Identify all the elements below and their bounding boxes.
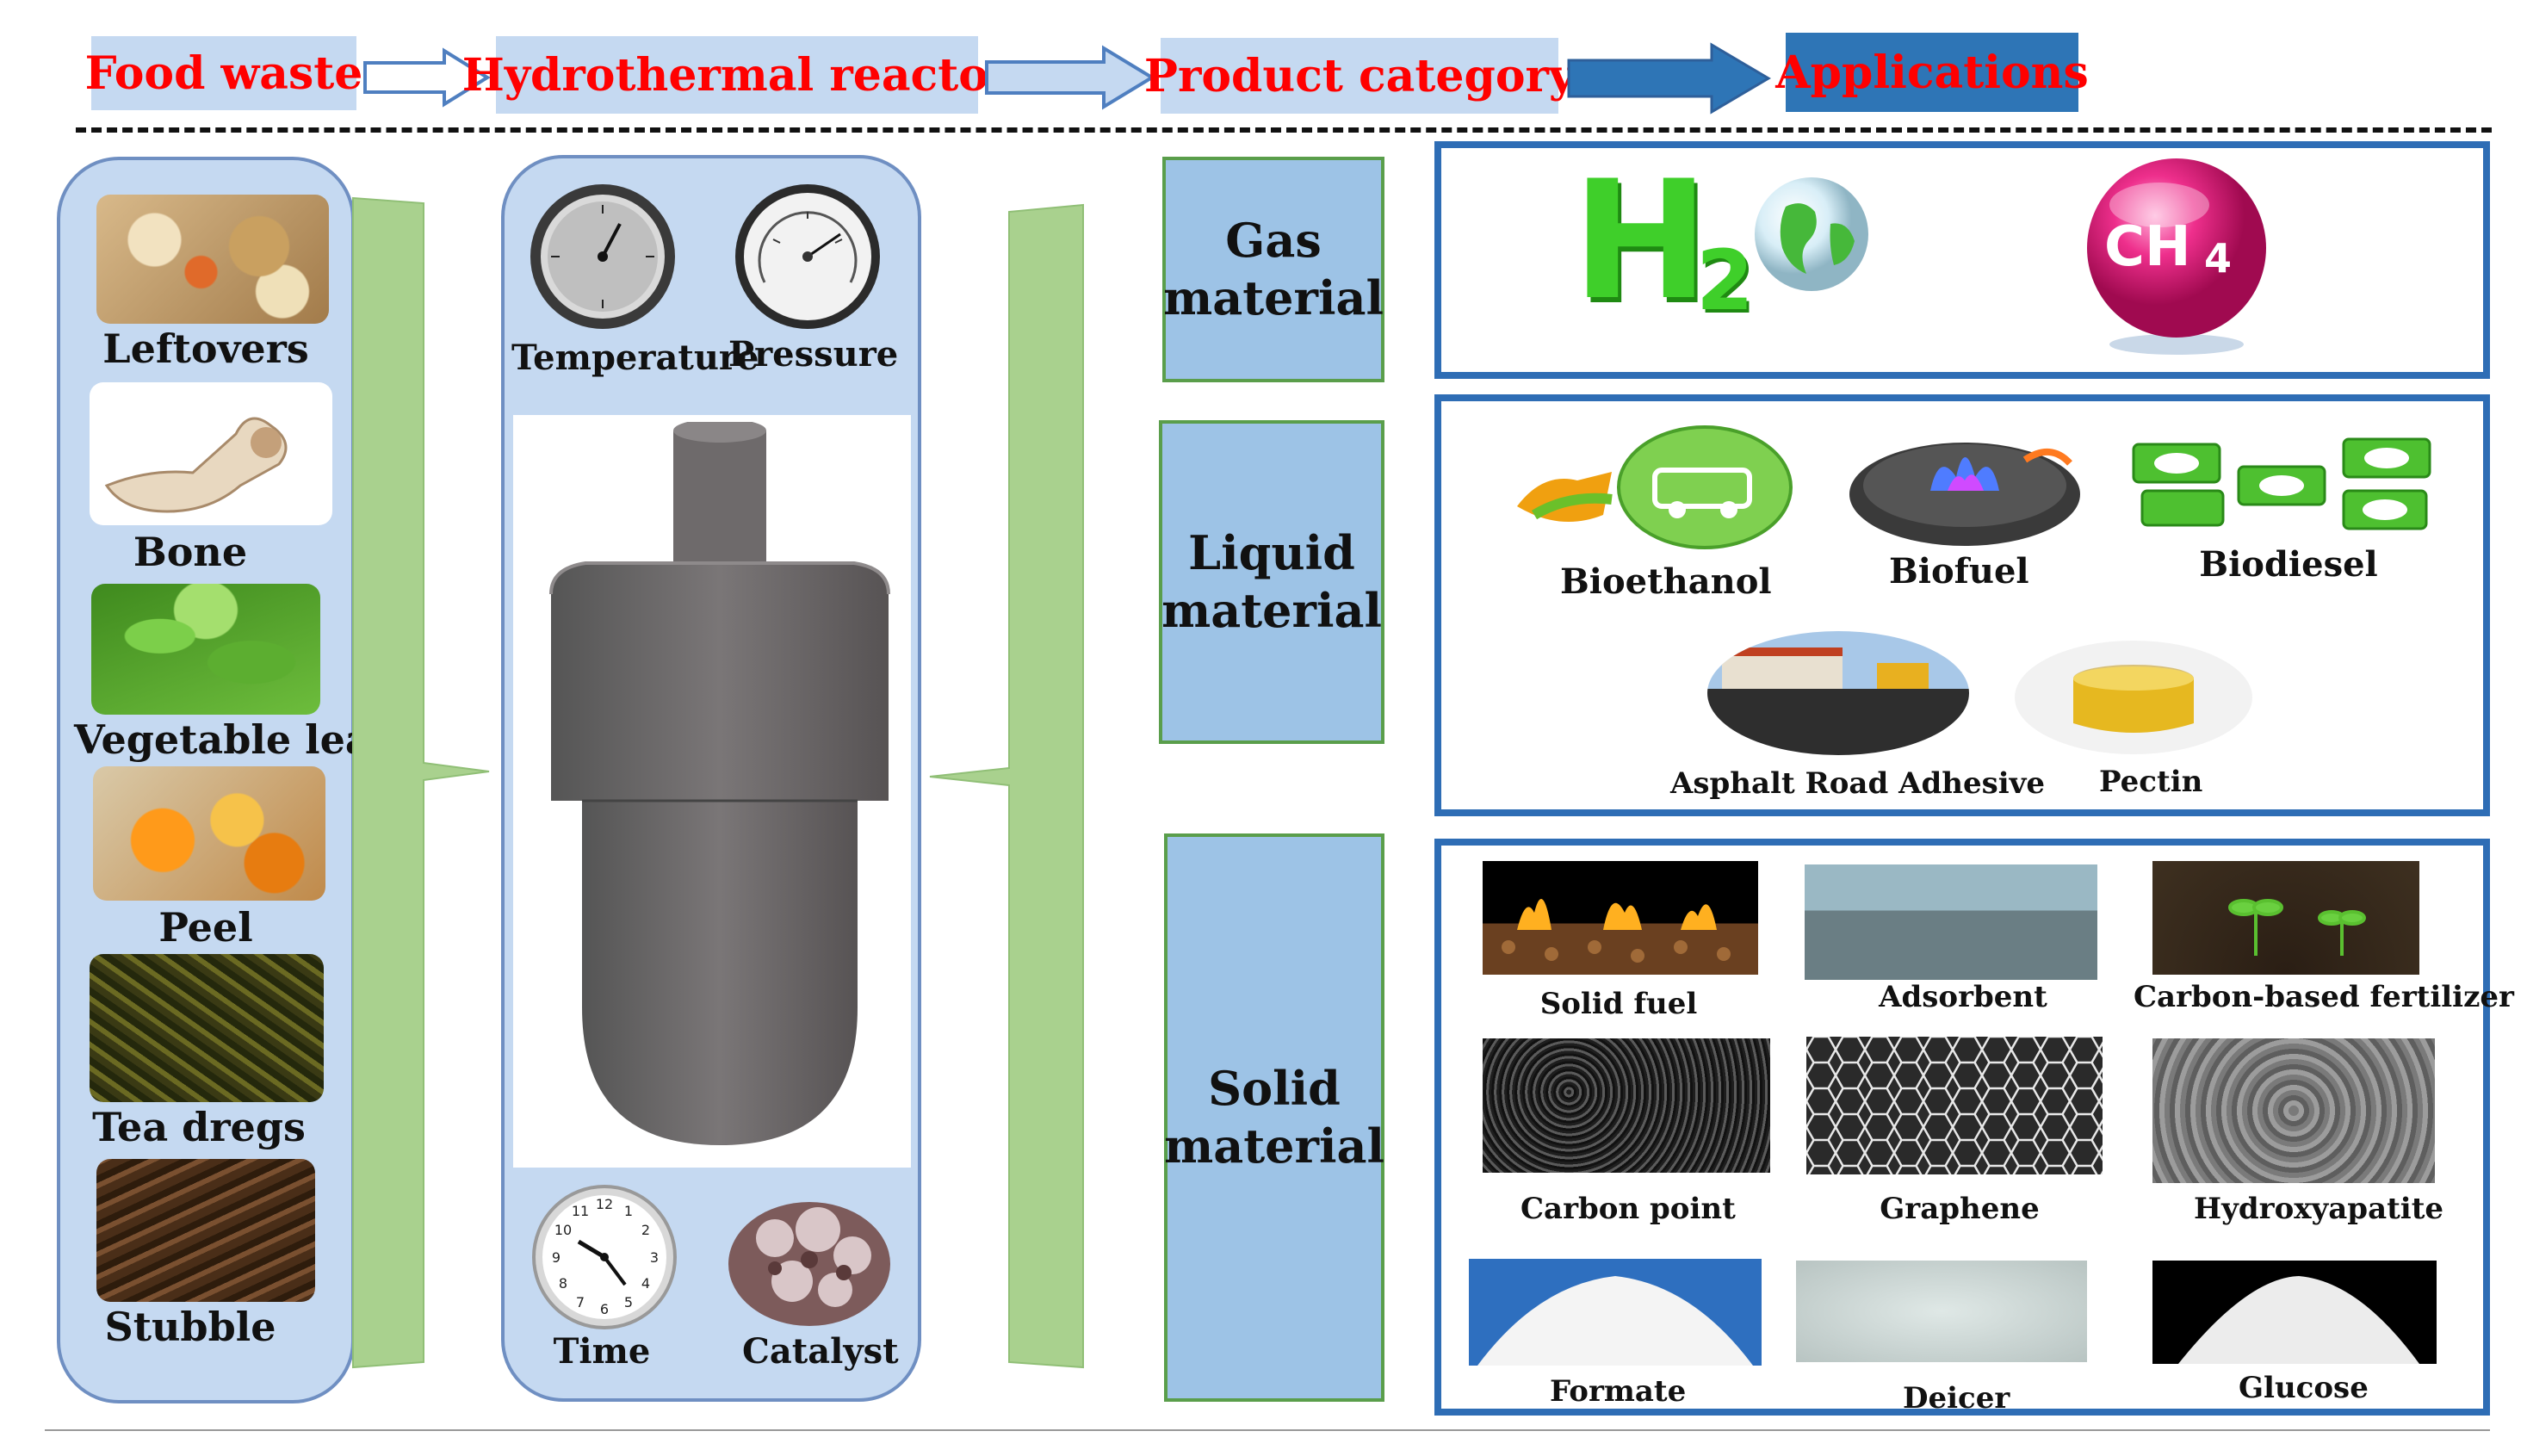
reactor-parameter-label: Time bbox=[553, 1331, 651, 1372]
graphene-image bbox=[1806, 1037, 2103, 1174]
hydrogen-subscript: 2 bbox=[1696, 232, 1754, 329]
liquid-application-label: Bioethanol bbox=[1560, 561, 1772, 602]
food-item-label: Vegetable leaf bbox=[74, 716, 388, 763]
carbon-fertilizer-image bbox=[2152, 861, 2419, 975]
solid-application-label: Solid fuel bbox=[1539, 987, 1698, 1021]
category-liquid-material: Liquid material bbox=[1159, 420, 1384, 744]
food-item-label: Peel bbox=[158, 904, 253, 951]
pressure-gauge-icon bbox=[735, 184, 880, 329]
clock-number: 11 bbox=[572, 1203, 589, 1219]
solid-application-label: Hydroxyapatite bbox=[2194, 1192, 2444, 1226]
food-item-label: Tea dregs bbox=[92, 1104, 306, 1150]
solid-application-label: Deicer bbox=[1903, 1381, 2010, 1416]
globe-icon bbox=[1755, 177, 1868, 291]
clock-number: 1 bbox=[624, 1203, 633, 1219]
clock-number: 9 bbox=[552, 1249, 561, 1266]
solid-application-label: Formate bbox=[1550, 1374, 1687, 1409]
clock-number: 6 bbox=[600, 1301, 609, 1317]
flow-arrow-icon bbox=[363, 47, 491, 108]
clock-number: 7 bbox=[576, 1294, 585, 1310]
header-step-food-waste: Food waste bbox=[85, 36, 362, 110]
pectin-jar-icon bbox=[2015, 641, 2252, 754]
solid-fuel-image bbox=[1483, 861, 1758, 975]
glucose-image bbox=[2152, 1261, 2437, 1364]
biodiesel-banknotes-icon bbox=[2132, 437, 2431, 530]
food-item-label: Bone bbox=[133, 529, 248, 575]
food-item-label: Leftovers bbox=[102, 325, 309, 372]
leftovers-image bbox=[96, 195, 329, 324]
solid-application-label: Glucose bbox=[2239, 1371, 2369, 1405]
header-step-applications: Applications bbox=[1775, 33, 2089, 112]
methane-sphere-icon bbox=[2087, 158, 2266, 355]
category-solid-material: Solid material bbox=[1164, 833, 1384, 1402]
solid-application-label: Graphene bbox=[1880, 1192, 2040, 1226]
reactor-parameter-label: Pressure bbox=[728, 334, 899, 375]
tea-dregs-image bbox=[90, 954, 324, 1102]
bottom-rule bbox=[45, 1429, 2490, 1431]
formate-image bbox=[1469, 1259, 1762, 1366]
grouping-brace bbox=[929, 203, 1084, 1369]
liquid-application-label: Asphalt Road Adhesive bbox=[1670, 766, 2046, 801]
header-divider bbox=[76, 127, 2492, 133]
hydroxyapatite-image bbox=[2152, 1038, 2435, 1183]
vegetable-leaf-image bbox=[91, 584, 320, 715]
liquid-application-label: Biofuel bbox=[1889, 551, 2029, 592]
category-gas-material: Gas material bbox=[1162, 157, 1384, 382]
clock-number: 5 bbox=[624, 1294, 633, 1310]
solid-application-label: Adsorbent bbox=[1879, 980, 2047, 1014]
reactor-parameter-label: Catalyst bbox=[742, 1331, 899, 1372]
liquid-application-label: Pectin bbox=[2099, 765, 2203, 799]
food-item-label: Stubble bbox=[104, 1304, 276, 1350]
biofuel-flame-icon bbox=[1849, 443, 2080, 546]
clock-number: 12 bbox=[596, 1196, 613, 1212]
clock-number: 2 bbox=[641, 1222, 650, 1238]
hydrogen-icon: H bbox=[1572, 146, 1710, 336]
methane-subscript: 4 bbox=[2204, 235, 2233, 282]
liquid-application-label: Biodiesel bbox=[2199, 544, 2378, 585]
grouping-brace bbox=[352, 196, 490, 1369]
flow-arrow-icon bbox=[1567, 42, 1771, 115]
clock-number: 4 bbox=[641, 1275, 650, 1292]
header-step-product-category: Product category bbox=[1144, 38, 1575, 114]
deicer-image bbox=[1796, 1261, 2087, 1362]
solid-application-label: Carbon point bbox=[1521, 1192, 1736, 1226]
clock-icon: 12 1 2 3 4 5 6 7 8 9 10 11 bbox=[532, 1185, 677, 1329]
flow-arrow-icon bbox=[985, 45, 1155, 110]
methane-label: CH bbox=[2104, 215, 2191, 279]
carbon-point-image bbox=[1483, 1038, 1770, 1173]
reactor-parameter-label: Temperature bbox=[511, 338, 759, 378]
hydrothermal-reactor-vessel bbox=[549, 422, 890, 1145]
bone-image bbox=[90, 382, 332, 525]
solid-application-label: Carbon-based fertilizer bbox=[2134, 980, 2514, 1014]
clock-number: 10 bbox=[554, 1222, 572, 1238]
clock-number: 8 bbox=[559, 1275, 567, 1292]
clock-number: 3 bbox=[650, 1249, 659, 1266]
bioethanol-icon bbox=[1517, 425, 1793, 549]
temperature-gauge-icon bbox=[530, 184, 675, 329]
adsorbent-image bbox=[1805, 864, 2097, 980]
asphalt-road-icon bbox=[1707, 631, 1969, 755]
peel-image bbox=[93, 766, 325, 901]
stubble-image bbox=[96, 1159, 315, 1302]
catalyst-icon bbox=[728, 1202, 890, 1326]
header-step-hydrothermal-reactor: Hydrothermal reactor bbox=[462, 36, 1012, 114]
gas-applications-box bbox=[1434, 141, 2490, 379]
